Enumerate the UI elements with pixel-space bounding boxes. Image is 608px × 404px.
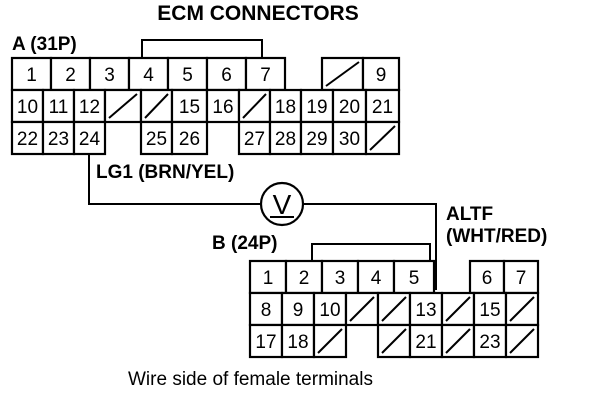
terminal-b-3-label: 3 xyxy=(335,268,346,289)
connector-b: B (24P) 1 2 3 4 5 6 7 8 9 10 13 15 xyxy=(212,233,540,359)
terminal-a-15 xyxy=(170,88,209,124)
wire-lg1-label: LG1 (BRN/YEL) xyxy=(96,162,234,183)
connector-a-label: A (31P) xyxy=(12,34,77,55)
wire-altf-label: ALTF xyxy=(446,204,493,225)
terminal-a-29-label: 29 xyxy=(306,129,327,150)
terminal-a-blank-r2c-slash xyxy=(242,93,267,119)
terminal-a-15-label: 15 xyxy=(179,97,200,118)
connector-b-label: B (24P) xyxy=(212,233,277,254)
terminal-a-4-label: 4 xyxy=(143,65,154,86)
terminal-b-blank-r3b-slash xyxy=(381,328,407,354)
terminal-b-9-label: 9 xyxy=(293,300,304,321)
terminal-a-blank-r3-slash xyxy=(369,125,396,151)
terminal-a-blank-r2a-slash xyxy=(108,93,138,119)
terminal-a-7-label: 7 xyxy=(260,65,271,86)
terminal-a-28 xyxy=(268,120,303,156)
terminal-a-5-label: 5 xyxy=(182,65,193,86)
terminal-a-12-label: 12 xyxy=(79,97,100,118)
terminal-a-22-label: 22 xyxy=(17,129,38,150)
terminal-a-19-label: 19 xyxy=(306,97,327,118)
wire-lg1 xyxy=(88,154,260,205)
terminal-a-24-label: 24 xyxy=(79,129,101,150)
terminal-a-23-label: 23 xyxy=(48,129,69,150)
terminal-b-blank-r3d-slash xyxy=(509,328,535,354)
terminal-a-28-label: 28 xyxy=(275,129,296,150)
terminal-a-26 xyxy=(170,120,209,156)
wire-altf xyxy=(304,203,437,290)
terminal-a-25 xyxy=(139,120,174,156)
terminal-b-13-label: 13 xyxy=(415,300,436,321)
terminal-a-25-label: 25 xyxy=(146,129,167,150)
terminal-a-30 xyxy=(331,120,368,156)
terminal-a-22 xyxy=(10,120,45,156)
terminal-b-7-label: 7 xyxy=(516,268,527,289)
connector-a-lock-tab xyxy=(141,39,263,58)
terminal-b-blank-r2c-slash xyxy=(445,296,471,322)
terminal-a-20-label: 20 xyxy=(339,97,360,118)
terminal-a-9 xyxy=(361,56,401,92)
terminal-a-11 xyxy=(41,88,76,124)
terminal-b-5 xyxy=(392,259,436,295)
terminal-a-blank-r2b-slash xyxy=(144,93,169,119)
terminal-b-blank-r3c-slash xyxy=(445,328,471,354)
terminal-b-21 xyxy=(408,323,444,359)
terminal-a-29 xyxy=(299,120,335,156)
wiring: V LG1 (BRN/YEL) ALTF (WHT/RED) xyxy=(88,154,547,290)
terminal-b-blank-r3a-slash xyxy=(317,328,343,354)
terminal-b-1 xyxy=(248,259,288,295)
terminal-a-1-label: 1 xyxy=(26,65,37,86)
terminal-a-3-label: 3 xyxy=(104,65,115,86)
terminal-b-2-label: 2 xyxy=(299,268,310,289)
terminal-b-18-label: 18 xyxy=(287,332,308,353)
terminal-a-21-label: 21 xyxy=(372,97,393,118)
terminal-b-5-label: 5 xyxy=(409,268,420,289)
terminal-b-blank-r2a-slash xyxy=(349,296,375,322)
terminal-a-2-label: 2 xyxy=(65,65,76,86)
terminal-b-18 xyxy=(280,323,316,359)
terminal-b-21-label: 21 xyxy=(415,332,436,353)
terminal-b-17-label: 17 xyxy=(255,332,276,353)
connector-a: A (31P) 1 2 3 4 5 6 7 9 10 11 12 15 xyxy=(10,34,401,156)
terminal-a-27 xyxy=(237,120,272,156)
wire-altf-color-label: (WHT/RED) xyxy=(446,226,547,247)
terminal-a-27-label: 27 xyxy=(244,129,265,150)
connector-b-lock-tab xyxy=(311,243,431,261)
terminal-a-9-label: 9 xyxy=(376,65,387,86)
terminal-a-24 xyxy=(72,120,107,156)
voltmeter-icon: V xyxy=(273,189,292,220)
terminal-b-8-label: 8 xyxy=(261,300,272,321)
terminal-a-26-label: 26 xyxy=(179,129,200,150)
terminal-b-15-label: 15 xyxy=(479,300,500,321)
diagram-caption: Wire side of female terminals xyxy=(128,369,373,390)
terminal-b-1-label: 1 xyxy=(263,268,274,289)
terminal-b-blank-r2d-slash xyxy=(509,296,535,322)
terminal-b-6-label: 6 xyxy=(482,268,493,289)
terminal-a-10-label: 10 xyxy=(17,97,38,118)
terminal-b-23 xyxy=(472,323,508,359)
terminal-b-23-label: 23 xyxy=(479,332,500,353)
terminal-b-3 xyxy=(320,259,360,295)
terminal-b-4-label: 4 xyxy=(371,268,382,289)
terminal-a-16 xyxy=(205,88,241,124)
terminal-a-18-label: 18 xyxy=(275,97,296,118)
diagram-title: ECM CONNECTORS xyxy=(157,2,358,25)
terminal-a-11-label: 11 xyxy=(49,97,69,118)
voltmeter-circle xyxy=(259,181,305,227)
terminal-b-10-label: 10 xyxy=(319,300,340,321)
terminal-a-16-label: 16 xyxy=(212,97,233,118)
terminal-a-19 xyxy=(299,88,335,124)
terminal-a-30-label: 30 xyxy=(339,129,360,150)
terminal-a-6-label: 6 xyxy=(221,65,232,86)
terminal-a-blank-r1-slash xyxy=(325,61,360,87)
terminal-b-blank-r2b-slash xyxy=(381,296,407,322)
